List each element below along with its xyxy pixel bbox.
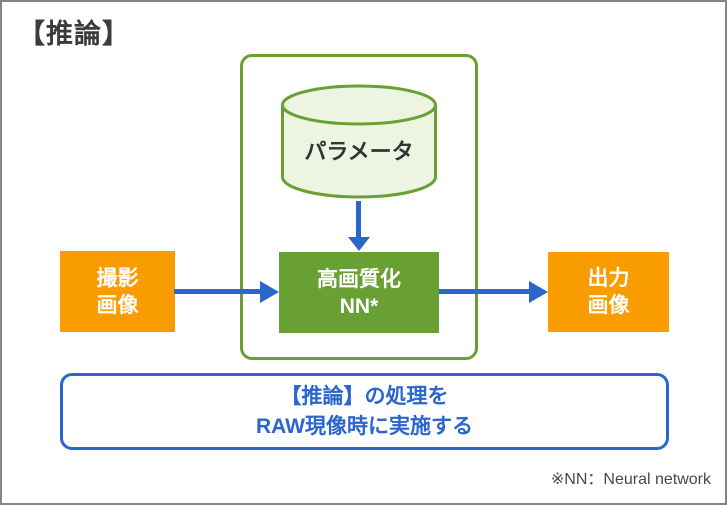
arrow-head-right-icon xyxy=(529,281,548,303)
output-image-label-line2: 画像 xyxy=(587,294,630,317)
database-cylinder-icon xyxy=(281,84,437,199)
nn-label-line1: 高画質化 xyxy=(317,267,401,291)
inference-note-line1: 【推論】の処理を xyxy=(280,384,449,408)
inference-group-border xyxy=(240,54,478,360)
parameter-label: パラメータ xyxy=(304,139,414,164)
output-image-box: 出力 画像 xyxy=(548,252,669,332)
page-title: 【推論】 xyxy=(18,19,130,49)
arrow-shaft xyxy=(439,289,531,294)
input-image-label-line2: 画像 xyxy=(96,293,139,317)
arrow-shaft xyxy=(356,201,361,239)
output-image-label-line1: 出力 xyxy=(587,267,630,290)
input-image-label-line1: 撮影 xyxy=(96,266,139,290)
nn-footnote: ※NN：Neural network xyxy=(550,471,711,488)
arrow-head-down-icon xyxy=(348,237,370,251)
arrow-shaft xyxy=(174,289,262,294)
input-image-box: 撮影 画像 xyxy=(60,251,175,332)
inference-note-line2: RAW現像時に実施する xyxy=(256,414,473,438)
nn-box: 高画質化 NN* xyxy=(279,252,439,333)
inference-note-box: 【推論】の処理を RAW現像時に実施する xyxy=(60,373,669,450)
arrow-head-right-icon xyxy=(260,281,279,303)
nn-label-line2: NN* xyxy=(339,294,379,318)
